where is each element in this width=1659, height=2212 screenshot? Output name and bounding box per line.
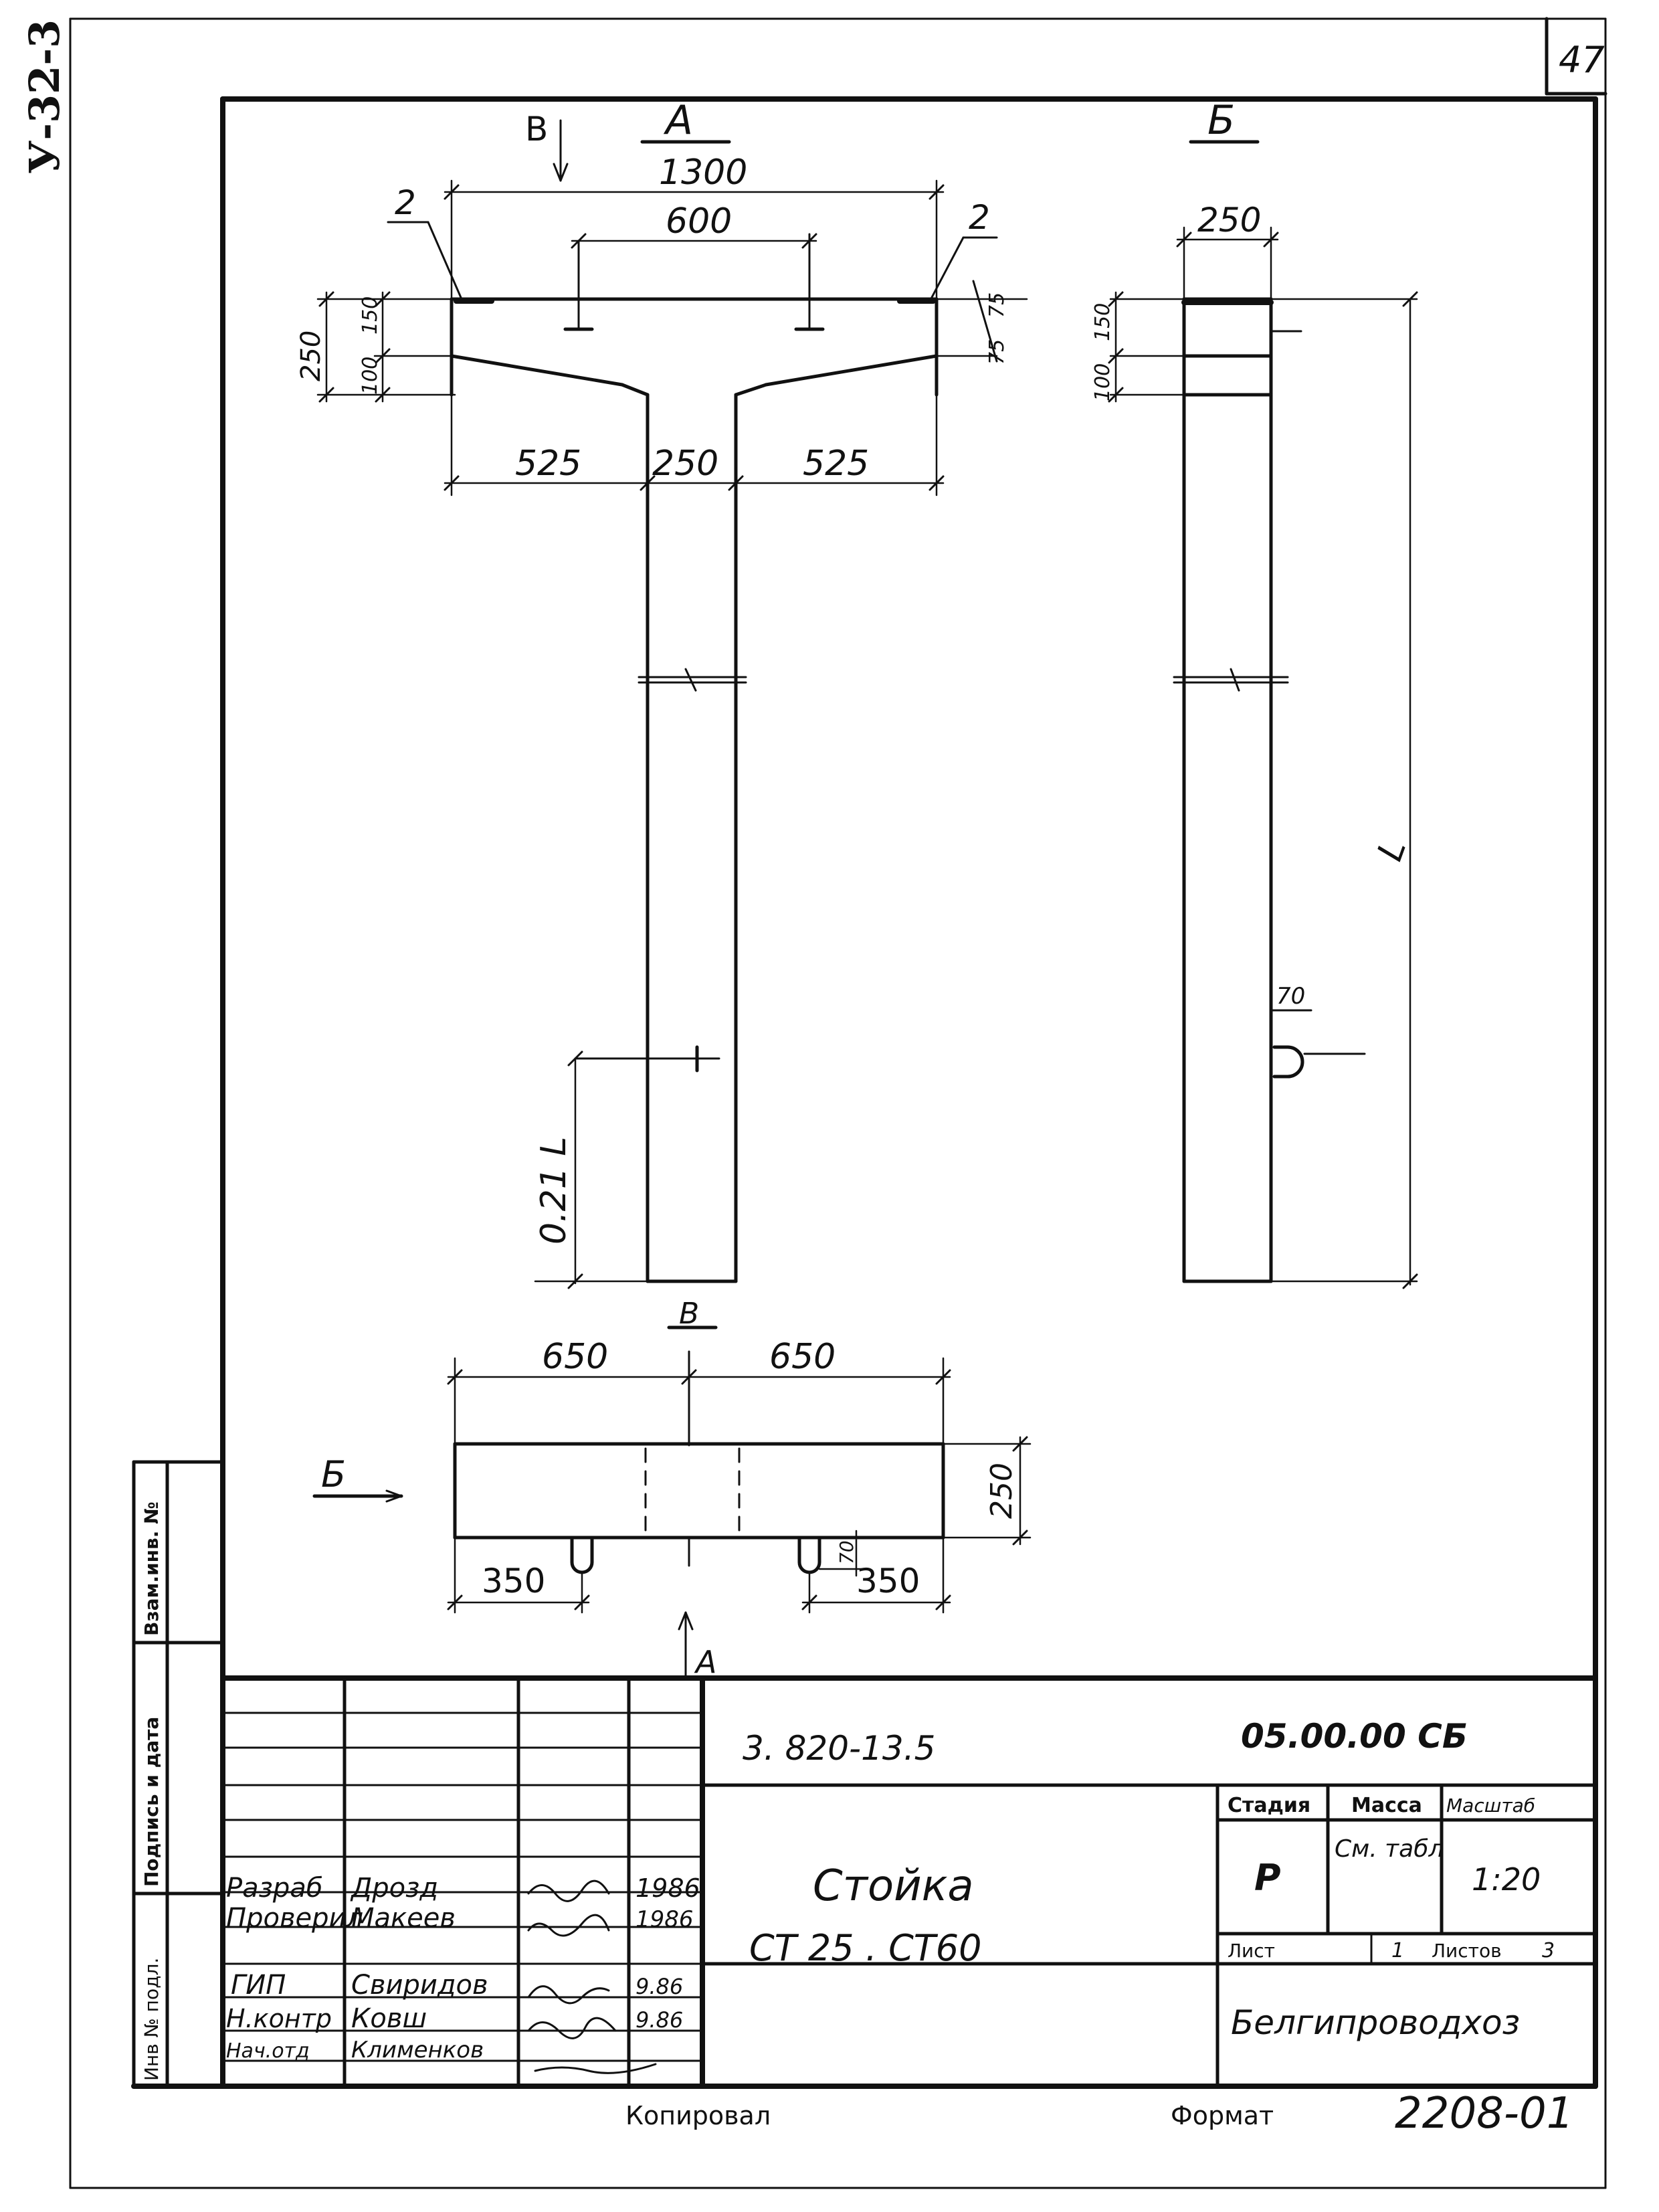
row-role: Н.контр [226, 2004, 332, 2033]
view-v-label: В [679, 1297, 699, 1331]
title-line1: Стойка [813, 1861, 974, 1911]
row-role: ГИП [231, 1970, 286, 2001]
view-b-dimensions [1108, 226, 1418, 1289]
title-line2: СТ 25 . СТ60 [749, 1927, 981, 1969]
sheets-value: 3 [1542, 1939, 1555, 1962]
dim-side-length: L [1370, 834, 1414, 866]
row-name: Свиридов [351, 1970, 488, 2001]
row-name: Дрозд [350, 1873, 438, 1904]
dim-callout-right: 2 [969, 198, 990, 237]
strip-zam-inv: Взам.инв. № [140, 1501, 163, 1636]
dim-bottom-height: 0.21 L [534, 1137, 574, 1245]
dim-cap-height: 250 [296, 331, 326, 381]
view-v-dimensions [447, 1357, 1032, 1614]
footer-copied: Копировал [625, 2101, 771, 2130]
dim-inner-width: 600 [666, 201, 732, 242]
dim-cap-split-upper: 150 [359, 296, 382, 335]
row-date: 9.86 [636, 1974, 683, 1999]
stage-value: Р [1254, 1857, 1281, 1899]
doc-mark: 05.00.00 СБ [1241, 1717, 1468, 1756]
row-date: 1986 [636, 1906, 694, 1933]
view-b [1173, 140, 1366, 1283]
sheet-frame [69, 17, 1607, 2189]
dim-right-75-top: 75 [985, 292, 1009, 318]
dim-plan-right: 650 [769, 1337, 836, 1377]
organization: Белгипроводхоз [1231, 2003, 1520, 2042]
arrow-a-label: А [694, 1644, 716, 1680]
left-strip [132, 1460, 225, 2088]
scale-header: Масштаб [1446, 1794, 1535, 1817]
row-name: Клименков [351, 2037, 484, 2063]
row-name: Ковш [351, 2003, 427, 2034]
dim-plan-height: 250 [985, 1463, 1019, 1519]
dim-plan-offset-left: 350 [482, 1562, 545, 1600]
dim-side-split-lower: 100 [1091, 363, 1114, 401]
view-b-label: Б [1207, 97, 1235, 144]
dim-side-width: 250 [1197, 201, 1261, 240]
dim-plan-offset-right: 350 [856, 1562, 920, 1600]
row-role: Разраб [226, 1873, 322, 1904]
row-role: Нач.отд [226, 2039, 310, 2063]
dim-side-split-upper: 150 [1091, 303, 1114, 341]
drawing-frame [131, 96, 1598, 2089]
view-a-label: А [663, 97, 693, 144]
arrow-b-label: Б [321, 1453, 346, 1495]
sheets-label: Листов [1432, 1940, 1502, 1962]
sheet-label: Лист [1228, 1940, 1275, 1962]
view-a [450, 233, 939, 1283]
scale-value: 1:20 [1472, 1861, 1541, 1898]
dim-overall-width: 1300 [659, 153, 747, 193]
footer-form-label: Формат [1171, 2101, 1274, 2130]
page-number: 47 [1559, 39, 1605, 81]
dim-callout-left: 2 [395, 183, 416, 222]
dim-web-width: 250 [652, 444, 718, 484]
stage-header: Стадия [1228, 1794, 1310, 1817]
dim-cap-split-lower: 100 [359, 357, 382, 395]
row-name: Макеев [351, 1903, 456, 1934]
dim-right-segment: 525 [803, 444, 869, 484]
series-code: У-32-3 [20, 19, 69, 174]
strip-inv-podl: Инв № подл. [140, 1958, 163, 2081]
view-a-dimensions [316, 119, 1028, 1289]
dim-plan-hole: 70 [836, 1540, 858, 1564]
mass-header: Масса [1351, 1794, 1422, 1817]
row-role: Проверил [226, 1903, 363, 1934]
row-date: 9.86 [636, 2007, 683, 2033]
dim-left-segment: 525 [515, 444, 581, 484]
dim-right-75-bottom: 75 [985, 339, 1009, 365]
title-block-grid [220, 1675, 1598, 2089]
strip-sign-date: Подпись и дата [140, 1717, 163, 1887]
mass-value: См. табл [1335, 1835, 1444, 1863]
sheet-value: 1 [1391, 1939, 1404, 1962]
footer-form-code: 2208-01 [1395, 2089, 1573, 2138]
row-date: 1986 [636, 1873, 700, 1903]
dim-side-hole: 70 [1276, 983, 1305, 1010]
doc-code: 3. 820-13.5 [743, 1729, 935, 1768]
view-v [312, 1325, 945, 1681]
dim-plan-left: 650 [542, 1337, 608, 1377]
arrow-v-label: В [525, 110, 548, 149]
